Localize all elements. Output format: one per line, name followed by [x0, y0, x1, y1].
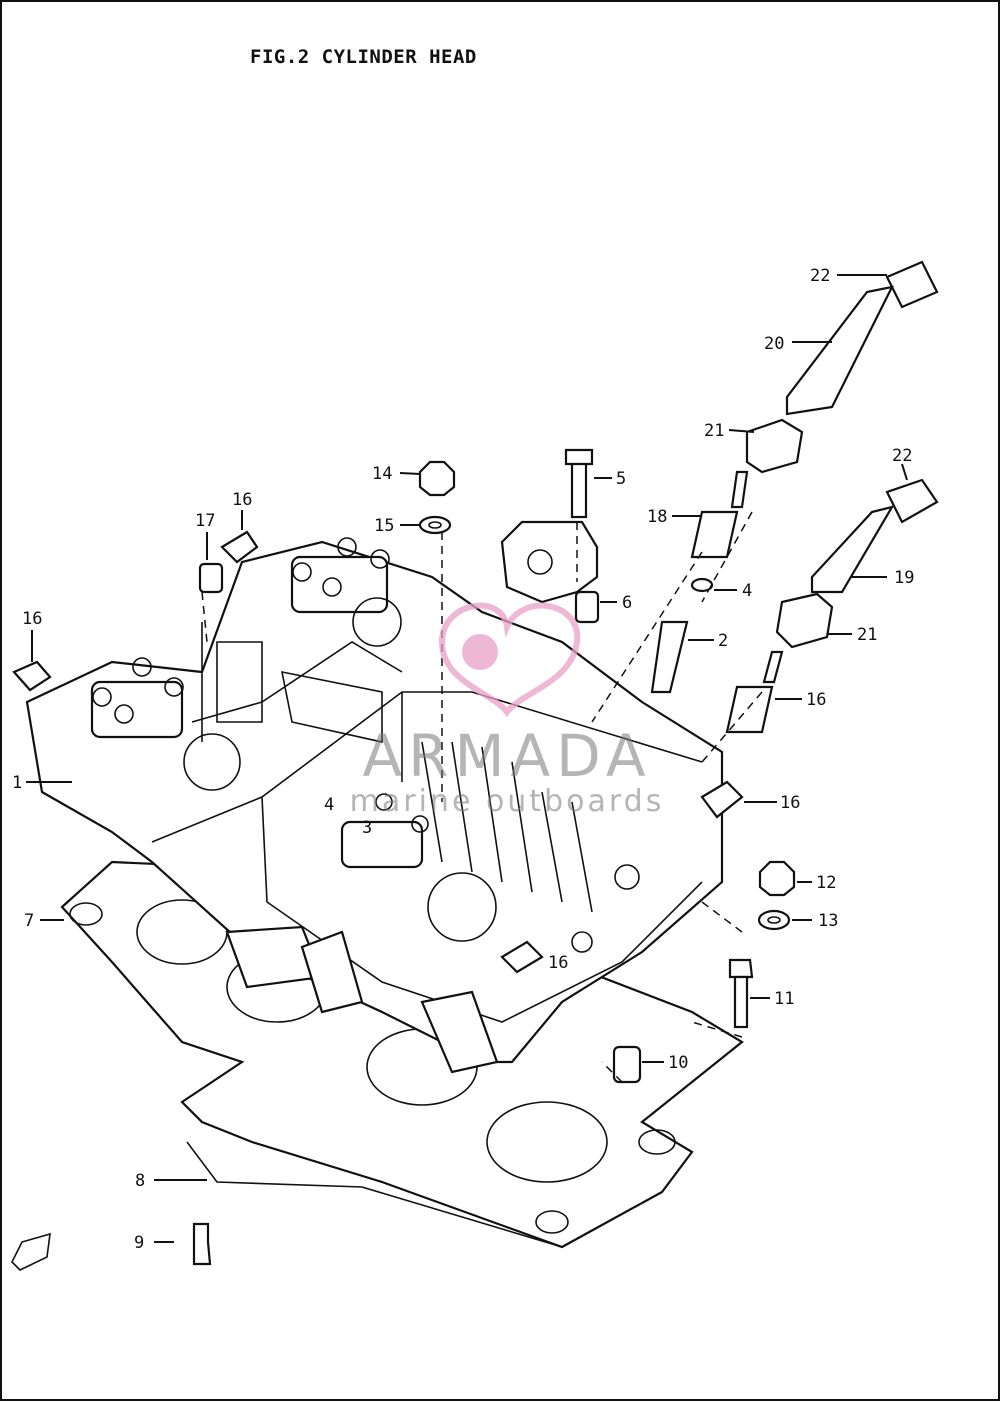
callout-16: 16 [22, 609, 42, 629]
cylinder-head [25, 537, 724, 1074]
bolt-5 [570, 455, 588, 519]
spark-plug-16 [725, 685, 774, 734]
callout-19: 19 [894, 568, 914, 588]
boot-21b [775, 592, 834, 649]
callout-16: 16 [548, 953, 568, 973]
dowel-6 [574, 590, 600, 624]
front-arrow-mark [11, 1232, 51, 1271]
screw-9 [192, 1222, 212, 1266]
callout-7: 7 [24, 911, 34, 931]
leader-lines [26, 274, 908, 1243]
cam-cap-assembly [500, 448, 600, 624]
spark-plug-18 [690, 510, 739, 559]
callout-16: 16 [806, 690, 826, 710]
spark-plug-leads [650, 260, 939, 734]
callout-18: 18 [647, 507, 667, 527]
callout-6: 6 [622, 593, 632, 613]
left-small-parts [12, 530, 744, 974]
right-fasteners [11, 860, 796, 1271]
callout-15: 15 [374, 516, 394, 536]
figure-title: FIG.2 CYLINDER HEAD [250, 46, 477, 68]
callout-2: 2 [718, 631, 728, 651]
callout-5: 5 [616, 469, 626, 489]
watermark-brand: ARMADA [362, 722, 652, 790]
callout-3: 3 [362, 818, 372, 838]
callout-14: 14 [372, 464, 392, 484]
lead-19 [810, 505, 895, 594]
nut-14-washer-15 [418, 460, 456, 535]
plug-cap-22a [885, 260, 939, 309]
callout-20: 20 [764, 334, 784, 354]
boot-21a [745, 418, 804, 474]
valve-guide-2 [650, 620, 689, 694]
callout-22: 22 [892, 446, 912, 466]
callout-labels: 22 20 21 22 14 5 16 17 15 18 4 19 6 16 2… [12, 266, 914, 1253]
callout-21: 21 [704, 421, 724, 441]
watermark-logo [438, 602, 581, 717]
seal-4 [690, 577, 714, 593]
head-gasket [60, 860, 744, 1249]
callout-21: 21 [857, 625, 877, 645]
callout-10: 10 [668, 1053, 688, 1073]
callout-1: 1 [12, 773, 22, 793]
callout-16: 16 [232, 490, 252, 510]
plug-cap-22b [885, 478, 939, 524]
callout-12: 12 [816, 873, 836, 893]
callout-13: 13 [818, 911, 838, 931]
callout-4: 4 [324, 795, 334, 815]
lead-20 [785, 285, 894, 416]
watermark-tagline: marine outboards [349, 784, 665, 819]
callout-16: 16 [780, 793, 800, 813]
callout-17: 17 [195, 511, 215, 531]
watermark-text: ARMADA marine outboards [2, 722, 1000, 819]
callout-11: 11 [774, 989, 794, 1009]
callout-22: 22 [810, 266, 830, 286]
callout-9: 9 [134, 1233, 144, 1253]
callout-4: 4 [742, 581, 752, 601]
callout-8: 8 [135, 1171, 145, 1191]
